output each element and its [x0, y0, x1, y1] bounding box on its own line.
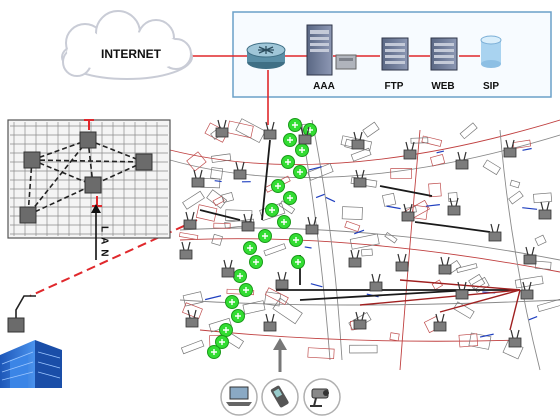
internet-label: INTERNET	[101, 47, 162, 61]
wireless-access-point-icon	[403, 141, 417, 160]
mesh-node-icon	[277, 215, 291, 229]
wireless-access-point-icon	[241, 213, 255, 232]
wireless-access-point-icon	[183, 211, 197, 230]
mesh-node-icon	[243, 241, 257, 255]
mesh-node-icon	[215, 335, 229, 349]
lan-label: LAN	[99, 226, 110, 262]
web-label: WEB	[431, 81, 454, 92]
office-building-icon	[0, 340, 62, 388]
wireless-access-point-icon	[191, 169, 205, 188]
up-arrow	[273, 338, 287, 372]
wireless-access-point-icon	[351, 131, 365, 150]
lan-switch-icon	[135, 153, 153, 171]
mobile-phone-client-icon	[261, 378, 299, 416]
sip-cylinder-icon	[480, 35, 502, 68]
wireless-access-point-icon	[447, 197, 461, 216]
wireless-access-point-icon	[233, 161, 247, 180]
wireless-access-point-icon	[215, 119, 229, 138]
lan-switch-icon	[84, 176, 102, 194]
wireless-access-point-icon	[353, 169, 367, 188]
wireless-access-point-icon	[353, 311, 367, 330]
ftp-label: FTP	[385, 81, 404, 92]
wireless-access-point-icon	[298, 126, 312, 145]
wireless-access-point-icon	[263, 313, 277, 332]
ftp-server-icon	[381, 37, 409, 71]
mesh-node-icon	[295, 143, 309, 157]
wireless-access-point-icon	[433, 313, 447, 332]
wireless-access-point-icon	[348, 249, 362, 268]
mesh-node-icon	[225, 295, 239, 309]
mesh-node-icon	[219, 323, 233, 337]
mesh-node-icon	[271, 179, 285, 193]
mesh-node-icon	[288, 118, 302, 132]
lan-switch-icon	[23, 151, 41, 169]
wireless-access-point-icon	[520, 281, 534, 300]
mesh-node-icon	[233, 269, 247, 283]
mesh-node-icon	[231, 309, 245, 323]
wireless-access-point-icon	[263, 121, 277, 140]
mesh-node-icon	[249, 255, 263, 269]
mesh-node-icon	[283, 133, 297, 147]
mesh-node-icon	[293, 165, 307, 179]
wireless-access-point-icon	[179, 241, 193, 260]
lan-floorplan	[7, 119, 171, 239]
mesh-node-icon	[289, 233, 303, 247]
aaa-label: AAA	[313, 81, 335, 92]
wireless-access-point-icon	[395, 253, 409, 272]
aaa-server-icon	[306, 24, 357, 76]
mesh-node-icon	[303, 123, 317, 137]
mesh-node-icon	[265, 203, 279, 217]
wireless-access-point-icon	[508, 329, 522, 348]
wireless-access-point-icon	[455, 151, 469, 170]
mesh-node-icon	[291, 255, 305, 269]
backhaul-links	[199, 139, 520, 301]
wireless-access-point-icon	[305, 216, 319, 235]
mesh-node-icon	[281, 155, 295, 169]
wireless-access-point-icon	[369, 273, 383, 292]
web-server-icon	[430, 37, 458, 71]
mesh-node-chain	[207, 118, 317, 359]
red-wireless-links	[359, 279, 521, 331]
internet-cloud-icon	[61, 10, 193, 80]
wireless-access-point-icon	[488, 223, 502, 242]
lan-switch-icon	[19, 206, 37, 224]
mesh-node-icon	[283, 191, 297, 205]
wireless-access-point-icon	[221, 259, 235, 278]
camera-client-icon	[303, 378, 341, 416]
laptop-client-icon	[220, 378, 258, 416]
access-points	[179, 119, 552, 348]
mesh-node-icon	[239, 283, 253, 297]
wireless-access-point-icon	[275, 271, 289, 290]
lan-arrow-head	[91, 204, 101, 213]
wireless-access-point-icon	[538, 201, 552, 220]
building-uplink	[7, 295, 36, 333]
wireless-access-point-icon	[401, 203, 415, 222]
mesh-node-icon	[207, 345, 221, 359]
router-icon	[246, 42, 286, 69]
wireless-access-point-icon	[185, 309, 199, 328]
wireless-access-point-icon	[503, 139, 517, 158]
wireless-access-point-icon	[523, 246, 537, 265]
wireless-access-point-icon	[455, 281, 469, 300]
lan-switch-icon	[79, 131, 97, 149]
wireless-access-point-icon	[438, 256, 452, 275]
sip-label: SIP	[483, 81, 499, 92]
mesh-node-icon	[258, 229, 272, 243]
